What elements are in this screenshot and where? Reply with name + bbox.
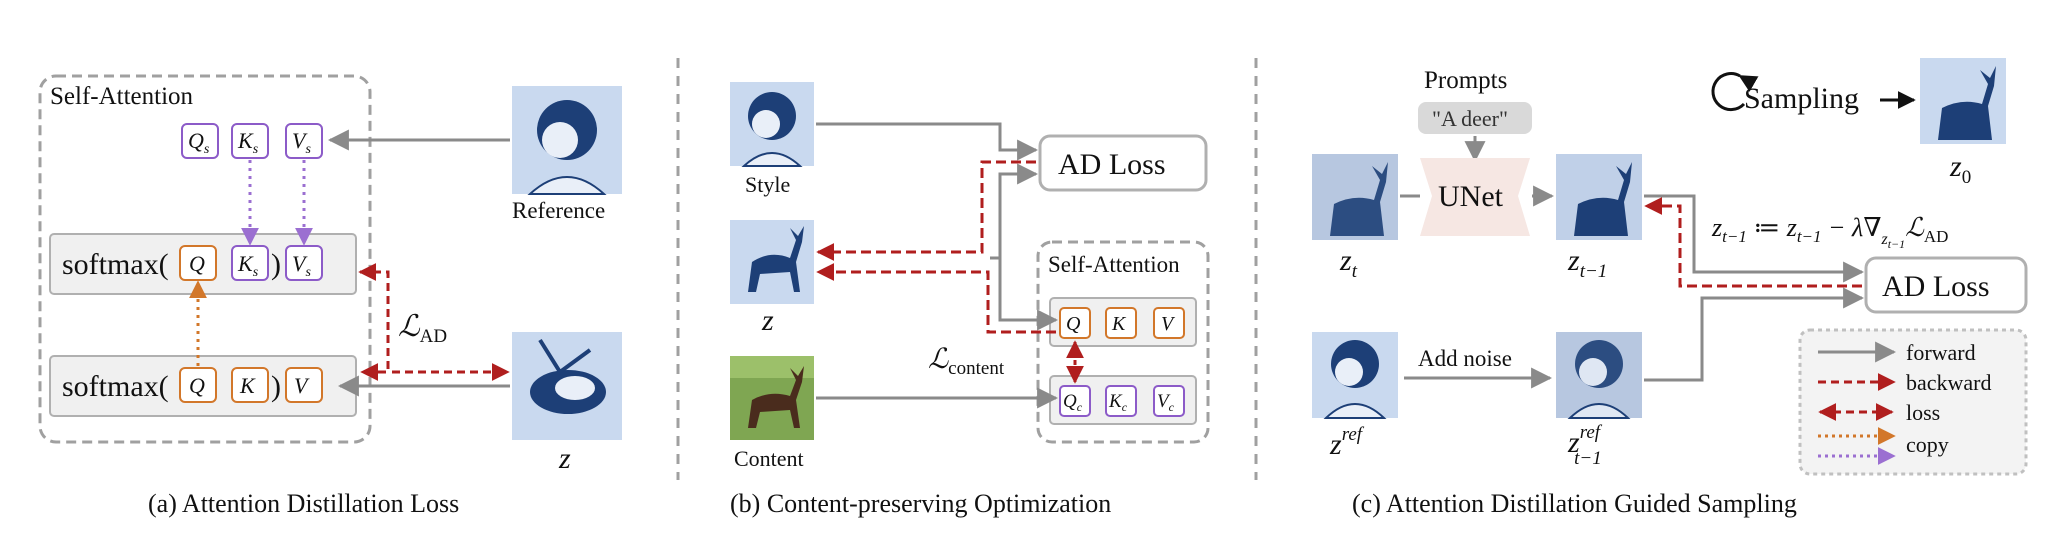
zt-label: zt — [1339, 244, 1358, 282]
svg-text:Kc: Kc — [1108, 391, 1128, 414]
panel-b: Style z Content AD Loss Self-Attention Q… — [730, 82, 1210, 518]
loss-bracket-a — [358, 263, 390, 381]
softmax-label-1: softmax( — [62, 248, 169, 281]
reference-label: Reference — [512, 198, 605, 223]
z-label-a: z — [558, 442, 571, 475]
forward-z-to-loss — [990, 163, 1039, 260]
zref-label: zref — [1329, 424, 1365, 461]
sampling-label: Sampling — [1744, 82, 1859, 115]
q-token-row2: Q — [189, 373, 205, 398]
backward-attention-to-z — [816, 263, 1056, 334]
caption-b: (b) Content-preserving Optimization — [730, 489, 1111, 518]
qc-token: Qc — [1059, 385, 1091, 417]
forward-zref1-to-loss — [1644, 287, 1865, 382]
z-label-b: z — [761, 304, 774, 337]
svg-text:): ) — [271, 248, 281, 281]
zt1-image — [1556, 154, 1642, 240]
sampling-loop-icon — [1711, 72, 1759, 112]
vs-token-row1: Vs — [285, 245, 323, 281]
self-attention-frame-b — [1036, 240, 1210, 444]
vc-token: Vc — [1153, 385, 1185, 417]
update-formula: zt−1 ≔ zt−1 − λ∇zt−1ℒAD — [1711, 213, 1948, 251]
k-token-row2: K — [239, 373, 256, 398]
self-attention-frame-a — [38, 74, 372, 444]
caption-a: (a) Attention Distillation Loss — [148, 489, 459, 518]
zt1-label: zt−1 — [1567, 244, 1607, 282]
zt-image — [1312, 154, 1398, 240]
svg-text:Ks: Ks — [237, 251, 259, 280]
legend-forward: forward — [1906, 340, 1976, 365]
svg-text:): ) — [271, 370, 281, 403]
q-token-b: Q — [1066, 313, 1081, 335]
legend-loss: loss — [1906, 400, 1940, 425]
prompt-box — [1418, 102, 1532, 134]
v-token-row2: V — [294, 373, 310, 398]
softmax-label-2: softmax( — [62, 370, 169, 403]
svg-text:Ks: Ks — [237, 128, 259, 157]
self-attention-title-a: Self-Attention — [50, 83, 194, 110]
style-label: Style — [745, 172, 790, 197]
backward-loss-to-zt1 — [1644, 197, 1862, 288]
loss-ad-label: ℒAD — [398, 310, 447, 347]
content-image — [730, 356, 814, 440]
svg-text:Vc: Vc — [1157, 391, 1175, 414]
reference-image — [512, 86, 622, 195]
zref1-image — [1556, 332, 1642, 419]
ad-loss-box-b — [1038, 134, 1208, 192]
svg-text:Vs: Vs — [292, 251, 311, 280]
zref-image — [1312, 332, 1398, 419]
vs-token: Vs — [285, 123, 323, 159]
ad-loss-label-b: AD Loss — [1058, 148, 1166, 181]
forward-zt1-to-loss — [1644, 194, 1865, 283]
ks-token-row1: Ks — [231, 245, 269, 281]
prompt-text: "A deer" — [1432, 106, 1508, 131]
ad-loss-box-c — [1864, 256, 2028, 314]
unet-label: UNet — [1438, 180, 1504, 213]
panel-a: Self-Attention Qs Ks Vs softmax( Q Ks ) … — [38, 74, 622, 518]
forward-z-to-attention — [990, 256, 1059, 331]
z-image-b — [730, 220, 814, 304]
svg-text:Qs: Qs — [188, 128, 210, 157]
v-token-b: V — [1161, 313, 1176, 335]
prompts-title: Prompts — [1424, 67, 1507, 94]
panel-c: Prompts "A deer" UNet zt zt−1 Sampling — [1312, 58, 2028, 518]
k-token-b: K — [1111, 313, 1127, 335]
add-noise-label: Add noise — [1418, 346, 1512, 371]
kc-token: Kc — [1105, 385, 1137, 417]
qs-token: Qs — [181, 123, 219, 159]
content-label: Content — [734, 446, 804, 471]
self-attention-title-b: Self-Attention — [1048, 252, 1180, 277]
legend-backward: backward — [1906, 370, 1992, 395]
loss-content-label: ℒcontent — [928, 344, 1005, 379]
forward-style-to-loss — [816, 122, 1039, 161]
legend: forward backward loss copy — [1798, 328, 2028, 476]
svg-text:Vs: Vs — [292, 128, 311, 157]
z0-label: z0 — [1949, 150, 1971, 188]
backward-loss-to-z — [816, 160, 1036, 261]
z0-image — [1920, 58, 2006, 144]
z-image-a — [512, 332, 622, 440]
unet-block — [1420, 158, 1530, 236]
ks-token: Ks — [231, 123, 269, 159]
legend-copy: copy — [1906, 432, 1949, 457]
svg-text:Qc: Qc — [1063, 391, 1083, 414]
q-token-row1: Q — [189, 251, 205, 276]
caption-c: (c) Attention Distillation Guided Sampli… — [1352, 489, 1797, 518]
ad-loss-label-c: AD Loss — [1882, 270, 1990, 303]
style-image — [730, 82, 814, 167]
